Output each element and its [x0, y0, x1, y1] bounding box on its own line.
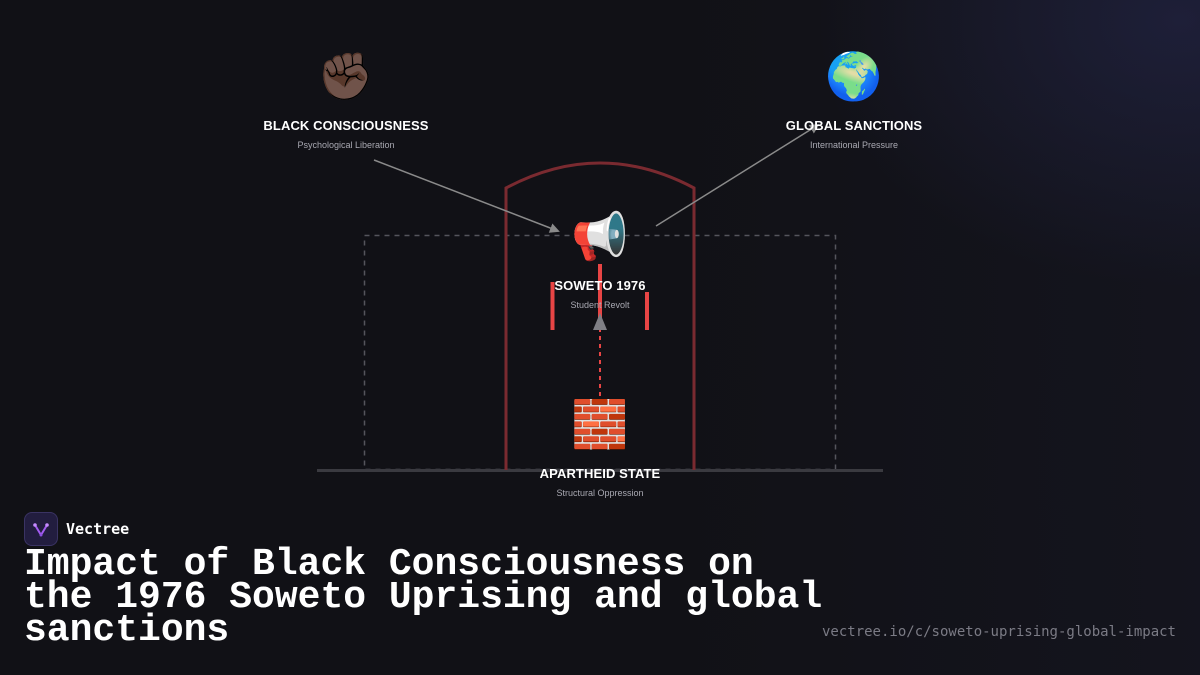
- brick-wall-icon: 🧱: [571, 397, 629, 451]
- page-url[interactable]: vectree.io/c/soweto-uprising-global-impa…: [821, 624, 1176, 640]
- node-soweto-1976: 📢 SOWETO 1976 Student Revolt: [480, 208, 720, 310]
- brand[interactable]: Vectree: [24, 512, 129, 546]
- vectree-logo-icon: [24, 512, 58, 546]
- node-label: SOWETO 1976: [554, 278, 646, 293]
- megaphone-icon: 📢: [571, 209, 629, 263]
- node-black-consciousness: ✊🏿 BLACK CONSCIOUSNESS Psychological Lib…: [226, 48, 466, 150]
- node-label: APARTHEID STATE: [539, 466, 661, 481]
- brand-name: Vectree: [66, 520, 130, 538]
- arrow-bc-to-soweto: [373, 159, 560, 233]
- node-subtitle: Psychological Liberation: [297, 140, 395, 150]
- arch-outline: [504, 161, 696, 470]
- globe-icon: 🌍: [825, 49, 883, 103]
- arrowhead-apartheid-soweto: [593, 313, 607, 330]
- node-subtitle: Student Revolt: [570, 300, 630, 310]
- node-global-sanctions: 🌍 GLOBAL SANCTIONS International Pressur…: [734, 48, 974, 150]
- raised-fist-icon: ✊🏿: [317, 49, 375, 103]
- page-title: Impact of Black Consciousness on the 197…: [24, 543, 823, 652]
- node-subtitle: International Pressure: [809, 140, 899, 150]
- arrow-soweto-to-sanctions: [655, 123, 820, 227]
- node-label: GLOBAL SANCTIONS: [785, 118, 923, 133]
- node-apartheid-state: 🧱 APARTHEID STATE Structural Oppression: [480, 396, 720, 498]
- node-label: BLACK CONSCIOUSNESS: [263, 118, 429, 133]
- node-subtitle: Structural Oppression: [556, 488, 644, 498]
